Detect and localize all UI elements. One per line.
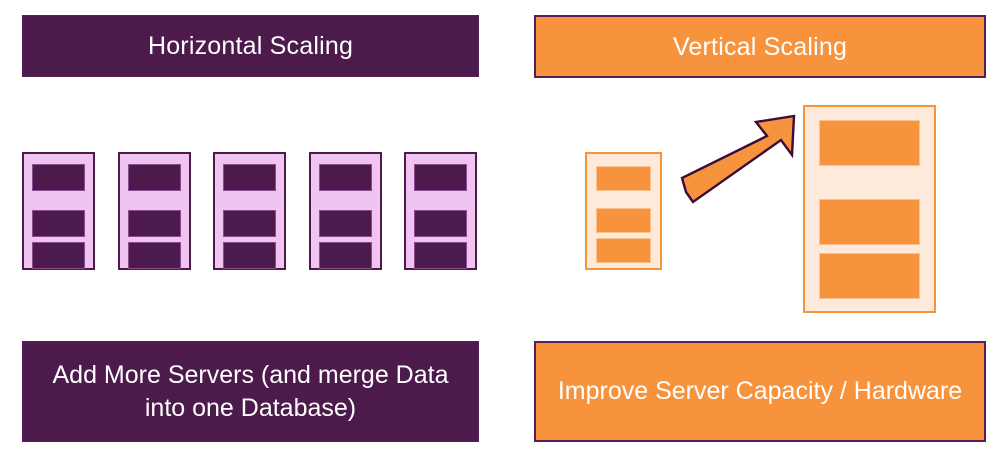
- horizontal-scaling-header: Horizontal Scaling: [22, 15, 479, 77]
- server-bay: [319, 210, 372, 237]
- vertical-scaling-title: Vertical Scaling: [672, 32, 848, 61]
- server-bay: [319, 242, 372, 269]
- server-bay: [223, 210, 276, 237]
- horizontal-scaling-caption: Add More Servers (and merge Data into on…: [22, 341, 479, 442]
- server-rack: [404, 152, 477, 270]
- server-rack: [309, 152, 382, 270]
- server-bay: [32, 242, 85, 269]
- vertical-scaling-caption-text: Improve Server Capacity / Hardware: [557, 377, 963, 406]
- vertical-scaling-header: Vertical Scaling: [534, 15, 986, 78]
- horizontal-scaling-title: Horizontal Scaling: [147, 32, 354, 60]
- server-bay: [596, 238, 651, 263]
- server-bay: [319, 164, 372, 191]
- server-bay: [819, 199, 920, 245]
- server-rack: [118, 152, 191, 270]
- small-server-rack: [585, 152, 662, 270]
- server-rack: [22, 152, 95, 270]
- server-bay: [128, 210, 181, 237]
- server-bay: [414, 210, 467, 237]
- server-bay: [596, 166, 651, 191]
- server-bay: [128, 164, 181, 191]
- server-bay: [596, 208, 651, 233]
- server-bay: [32, 210, 85, 237]
- server-bay: [128, 242, 181, 269]
- server-bay: [414, 242, 467, 269]
- vertical-scaling-caption: Improve Server Capacity / Hardware: [534, 341, 986, 442]
- server-bay: [223, 242, 276, 269]
- server-bay: [819, 253, 920, 299]
- server-bay: [223, 164, 276, 191]
- large-server-rack: [803, 105, 936, 313]
- server-bay: [32, 164, 85, 191]
- upgrade-arrow-icon: [680, 110, 800, 205]
- horizontal-scaling-caption-text: Add More Servers (and merge Data into on…: [52, 361, 449, 422]
- arrow-shape: [680, 114, 796, 204]
- server-bay: [819, 120, 920, 166]
- server-bay: [414, 164, 467, 191]
- server-rack: [213, 152, 286, 270]
